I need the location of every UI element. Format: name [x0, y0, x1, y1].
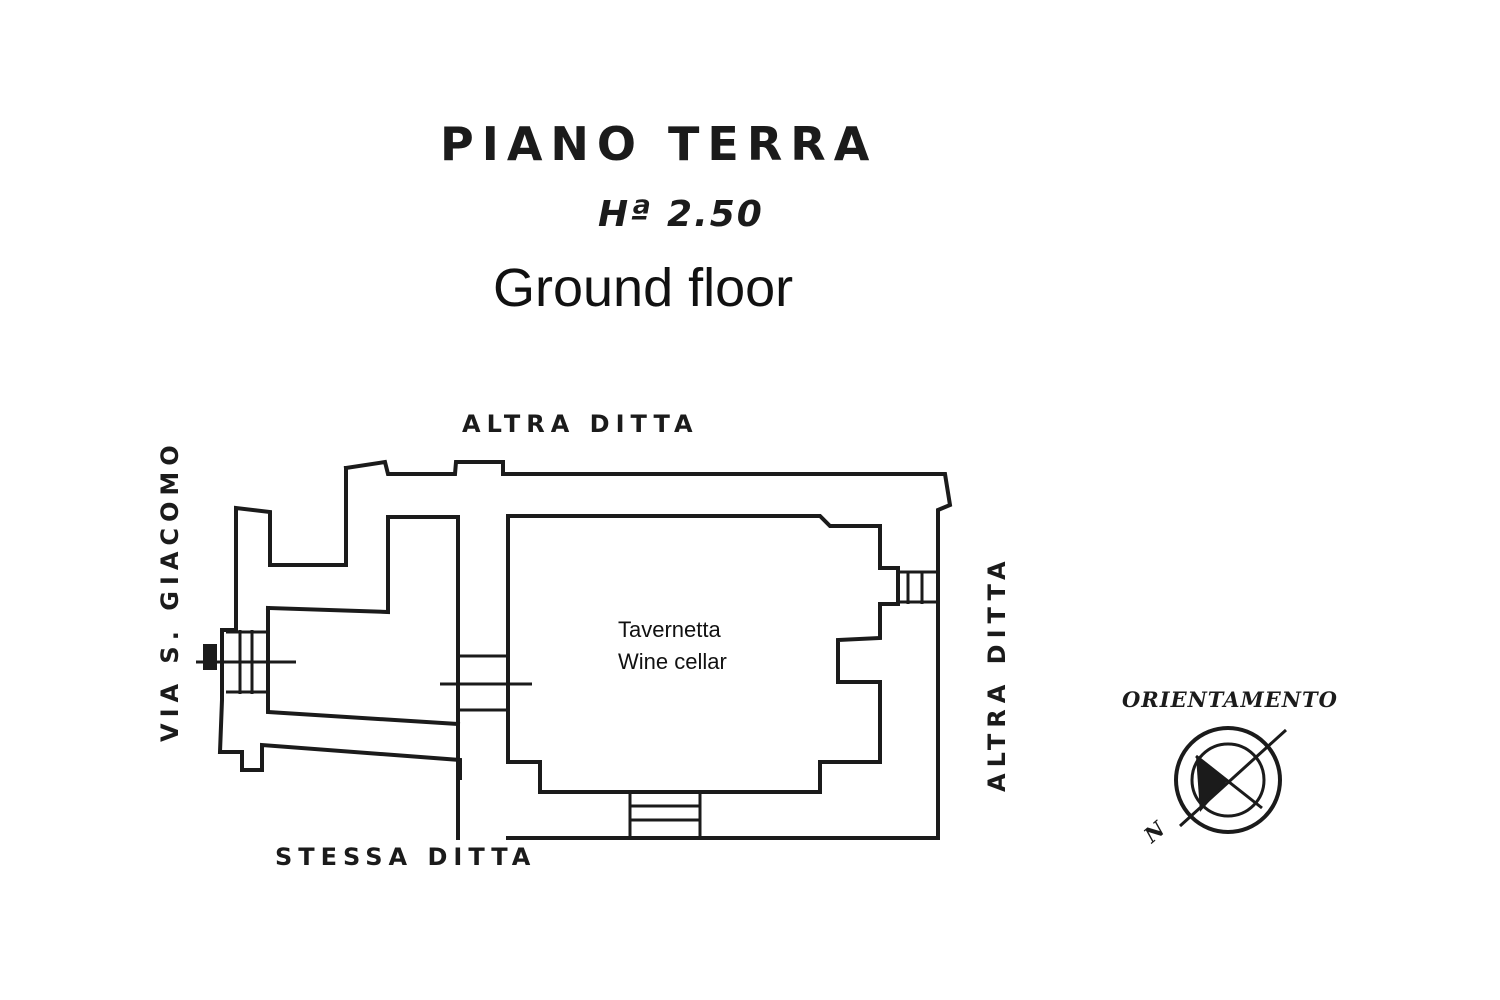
label-east-neighbour: ALTRA DITTA	[983, 555, 1011, 792]
door-east	[898, 570, 938, 604]
label-street-west: VIA S. GIACOMO	[156, 439, 184, 742]
caption-ground-floor: Ground floor	[493, 258, 793, 318]
door-corridor-to-cellar	[440, 654, 532, 712]
door-south	[628, 792, 702, 836]
outer-wall	[343, 459, 953, 840]
orientation-label: ORIENTAMENTO	[1122, 687, 1338, 712]
outer-wall-west	[217, 466, 462, 780]
compass-rose-icon	[1174, 726, 1288, 834]
room-name-italian: Tavernetta	[618, 617, 721, 642]
compass-north-mark: N	[1138, 815, 1170, 848]
room-name-english: Wine cellar	[618, 649, 727, 674]
inner-wall-west-room	[265, 515, 460, 840]
door-west-entrance	[196, 630, 296, 694]
label-south-neighbour: STESSA DITTA	[275, 843, 536, 871]
inner-wall-corridor	[266, 606, 461, 727]
label-north-neighbour: ALTRA DITTA	[462, 410, 699, 438]
height-note: Hª 2.50	[598, 194, 764, 235]
plan-title: PIANO TERRA	[440, 117, 877, 171]
cellar-wall	[506, 514, 900, 794]
